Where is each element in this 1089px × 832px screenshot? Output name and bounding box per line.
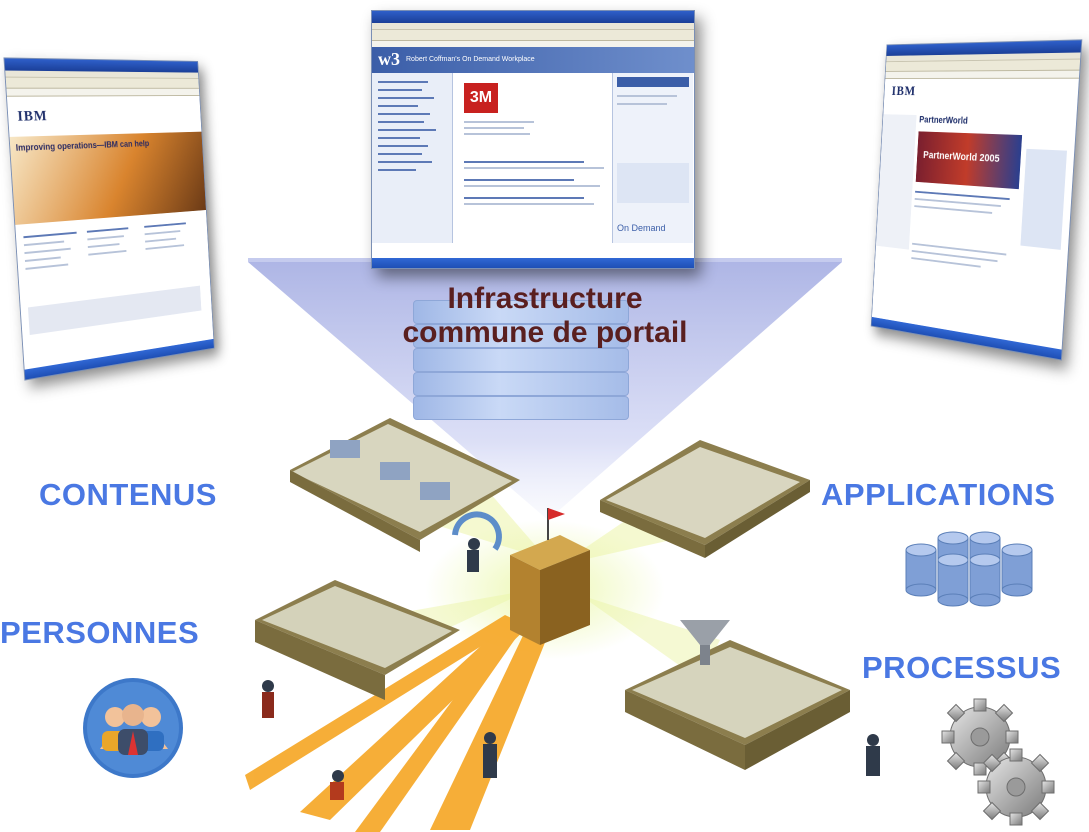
database-cluster-icon (905, 531, 1033, 607)
gears-icon (941, 698, 1055, 826)
flag-icon (548, 508, 565, 520)
diagram-title: Infrastructure commune de portail (380, 282, 710, 350)
server-slab (413, 300, 629, 324)
w3-logo: w3 (378, 49, 400, 69)
ondemand-label: On Demand (617, 223, 666, 233)
label-applications: APPLICATIONS (821, 477, 1056, 512)
portal-headline: Robert Coffman's On Demand Workplace (406, 56, 535, 63)
room-personnes (255, 580, 460, 700)
left-nav-panel (372, 73, 453, 243)
title-line-1: Infrastructure (447, 282, 643, 315)
room-processus (625, 620, 850, 770)
title-line-2: commune de portail (402, 316, 688, 349)
people-group-icon (83, 678, 183, 778)
portal-header: w3 Robert Coffman's On Demand Workplace (372, 47, 694, 73)
cycle-arrow-icon (452, 511, 502, 551)
label-contenus: CONTENUS (39, 477, 217, 512)
window-titlebar (372, 11, 694, 23)
room-applications (600, 440, 810, 558)
server-slab (413, 348, 629, 372)
server-slab (413, 324, 629, 348)
label-personnes: PERSONNES (0, 615, 200, 650)
server-slab (413, 372, 629, 396)
portal-screenshot-center: w3 Robert Coffman's On Demand Workplace … (371, 10, 695, 269)
feature-logo: 3M (464, 83, 498, 113)
room-contenus (290, 418, 520, 552)
label-processus: PROCESSUS (862, 650, 1062, 685)
person-figures (262, 538, 880, 800)
server-slab (413, 396, 629, 420)
right-panel: On Demand (612, 73, 693, 243)
network-roads (245, 600, 560, 832)
headquarters-building (510, 508, 590, 645)
